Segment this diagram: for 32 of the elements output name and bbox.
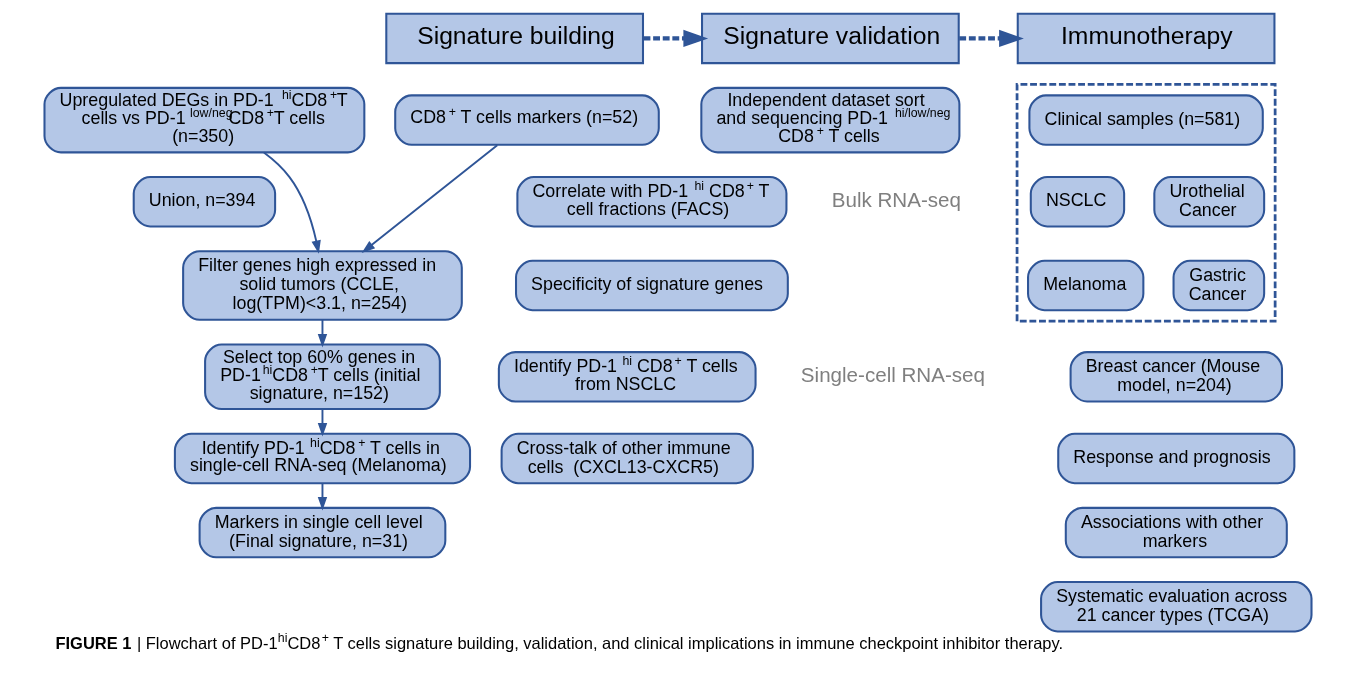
node-box: Melanoma [1027, 259, 1145, 312]
node-box: Union, n=394 [132, 176, 277, 228]
node-box: Breast cancer (Mouse model, n=204) [1069, 351, 1284, 403]
node-box: Identify PD-1$^{hi}$ CD8$^{+}$ T cells from NSCLC [497, 351, 757, 403]
arrow [643, 29, 709, 48]
node-box: Systematic evaluation across 21 cancer types (TCGA) [1040, 581, 1313, 633]
node-box: NSCLC [1029, 176, 1126, 228]
node-box: Response and prognosis [1057, 432, 1296, 485]
node-box: CD8$^{+}$ T cells markers (n=52) [394, 94, 660, 146]
arrow [262, 151, 321, 254]
node-box: Immunotherapy [1016, 12, 1276, 65]
arrow [959, 29, 1024, 48]
node-box: Filter genes high expressed in solid tumors (CCLE, log(TPM)<3.1, n=254) [182, 250, 463, 321]
label: Bulk RNA-seq [831, 187, 961, 211]
node-box: Identify PD-1$^{hi}$CD8$^{+}$ T cells in single-cell RNA-seq (Melanoma) [173, 432, 472, 485]
node-box: Specificity of signature genes [515, 259, 789, 312]
node-box: Associations with other markers [1064, 506, 1288, 559]
caption: FIGURE 1 | Flowchart of PD-1$^{hi}$CD8$^{+}$ T cells signature building, validation, and clinical implications in immune checkpoint inhibitor therapy. [55, 630, 1064, 652]
label: Single-cell RNA-seq [800, 362, 985, 386]
node-box: Signature building [385, 12, 645, 65]
node-box: Markers in single cell level (Final signature, n=31) [198, 506, 447, 559]
node-box: Clinical samples (n=581) [1028, 94, 1264, 146]
node-box: Signature validation [701, 12, 960, 65]
node-box: Upregulated DEGs in PD-1$^{hi}$CD8$^{+}$T cells vs PD-1$^{low/neg}$CD8$^{+}$T cells (n=350) [43, 86, 366, 154]
node-box: Independent dataset sort and sequencing PD-1$^{hi/low/neg}$ CD8$^{+}$ T cells [700, 86, 961, 154]
node-box: Gastric Cancer [1172, 259, 1266, 312]
node-box: Select top 60% genes in PD-1$^{hi}$CD8$^{+}$T cells (initial signature, n=152) [204, 343, 441, 411]
cluster [1015, 83, 1277, 323]
node-box: Cross-talk of other immune cells (CXCL13-CXCR5) [500, 432, 754, 485]
node-box: Urothelial Cancer [1153, 176, 1266, 228]
arrow [361, 144, 499, 253]
node-box: Correlate with PD-1$^{hi}$ CD8$^{+}$ T cell fractions (FACS) [516, 176, 788, 228]
